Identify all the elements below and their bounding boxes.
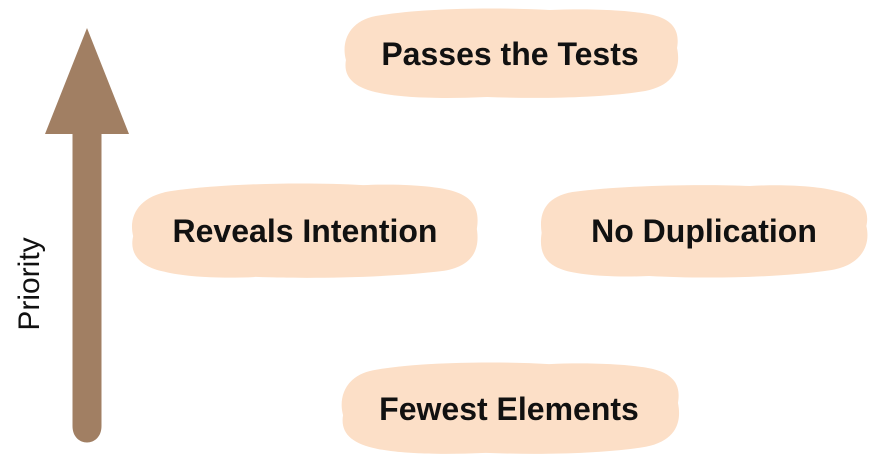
- priority-arrow-up-icon: [45, 28, 129, 443]
- node-label: Reveals Intention: [172, 212, 438, 249]
- highlight-blob-shape: [131, 183, 478, 278]
- node-no-duplication: No Duplication: [533, 181, 875, 281]
- node-fewest-elements: Fewest Elements: [333, 360, 685, 458]
- node-reveals-intention: Reveals Intention: [124, 180, 486, 282]
- node-passes-the-tests: Passes the Tests: [336, 6, 684, 102]
- priority-axis-label: Priority: [13, 237, 46, 331]
- node-label: No Duplication: [591, 212, 817, 249]
- highlight-blob-shape: [341, 362, 680, 454]
- node-label: Passes the Tests: [381, 35, 639, 72]
- node-label: Fewest Elements: [379, 390, 639, 427]
- highlight-blob-shape: [344, 8, 679, 98]
- highlight-blob-shape: [540, 185, 868, 278]
